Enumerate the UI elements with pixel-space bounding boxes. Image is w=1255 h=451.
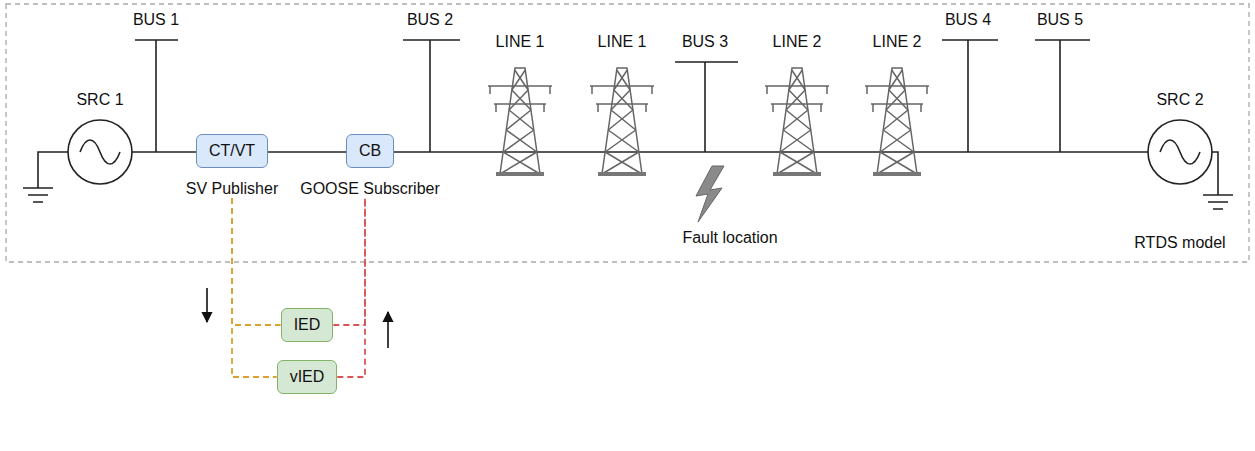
- main-line: [132, 151, 1148, 153]
- flow-arrow: [206, 288, 208, 322]
- text-label: LINE 1: [596, 33, 649, 51]
- ground-wire: [1212, 152, 1218, 195]
- source-symbol: [68, 120, 132, 184]
- tower-symbol: [765, 68, 829, 176]
- model-frame: [6, 4, 1249, 262]
- box-label: CB: [346, 134, 394, 168]
- sine-wave: [80, 140, 120, 164]
- goose-link: [333, 198, 365, 325]
- bus-bar: [675, 62, 738, 152]
- flow-arrow: [387, 312, 389, 348]
- bus-bar: [135, 40, 178, 152]
- breaker-box: CB GOOSE Subscriber: [300, 134, 440, 198]
- bus-bar: [942, 40, 998, 152]
- role-label: SV Publisher: [186, 180, 279, 198]
- sv-link: [232, 198, 277, 377]
- text-label: BUS 1: [131, 11, 181, 29]
- box-label: vIED: [277, 360, 338, 394]
- text-label: BUS 2: [405, 11, 455, 29]
- ground-symbol: [23, 188, 53, 202]
- bus-bar: [1035, 40, 1090, 152]
- text-label: LINE 1: [494, 33, 547, 51]
- text-label: Fault location: [680, 229, 779, 247]
- ied-box: IED: [281, 308, 334, 342]
- tower-symbol: [590, 68, 654, 176]
- bus-bar: [403, 40, 460, 152]
- text-label: BUS 5: [1035, 11, 1085, 29]
- ground-symbol: [1203, 195, 1233, 209]
- role-label: GOOSE Subscriber: [300, 180, 440, 198]
- ctvt-box: CT/VT SV Publisher: [186, 134, 279, 198]
- text-label: SRC 2: [1154, 91, 1205, 109]
- box-label: IED: [281, 308, 334, 342]
- fault-bolt: [696, 166, 724, 222]
- text-label: BUS 3: [680, 33, 730, 51]
- tower-symbol: [488, 68, 552, 176]
- tower-symbol: [865, 68, 929, 176]
- ground-wire: [38, 152, 68, 188]
- text-label: LINE 2: [871, 33, 924, 51]
- box-label: CT/VT: [196, 134, 268, 168]
- goose-link: [337, 198, 365, 377]
- vied-box: vIED: [277, 360, 338, 394]
- sine-wave: [1160, 140, 1200, 164]
- text-label: SRC 1: [74, 91, 125, 109]
- source-symbol: [1148, 120, 1212, 184]
- text-label: BUS 4: [943, 11, 993, 29]
- text-label: LINE 2: [771, 33, 824, 51]
- text-label: RTDS model: [1132, 234, 1227, 252]
- sv-link: [232, 198, 281, 325]
